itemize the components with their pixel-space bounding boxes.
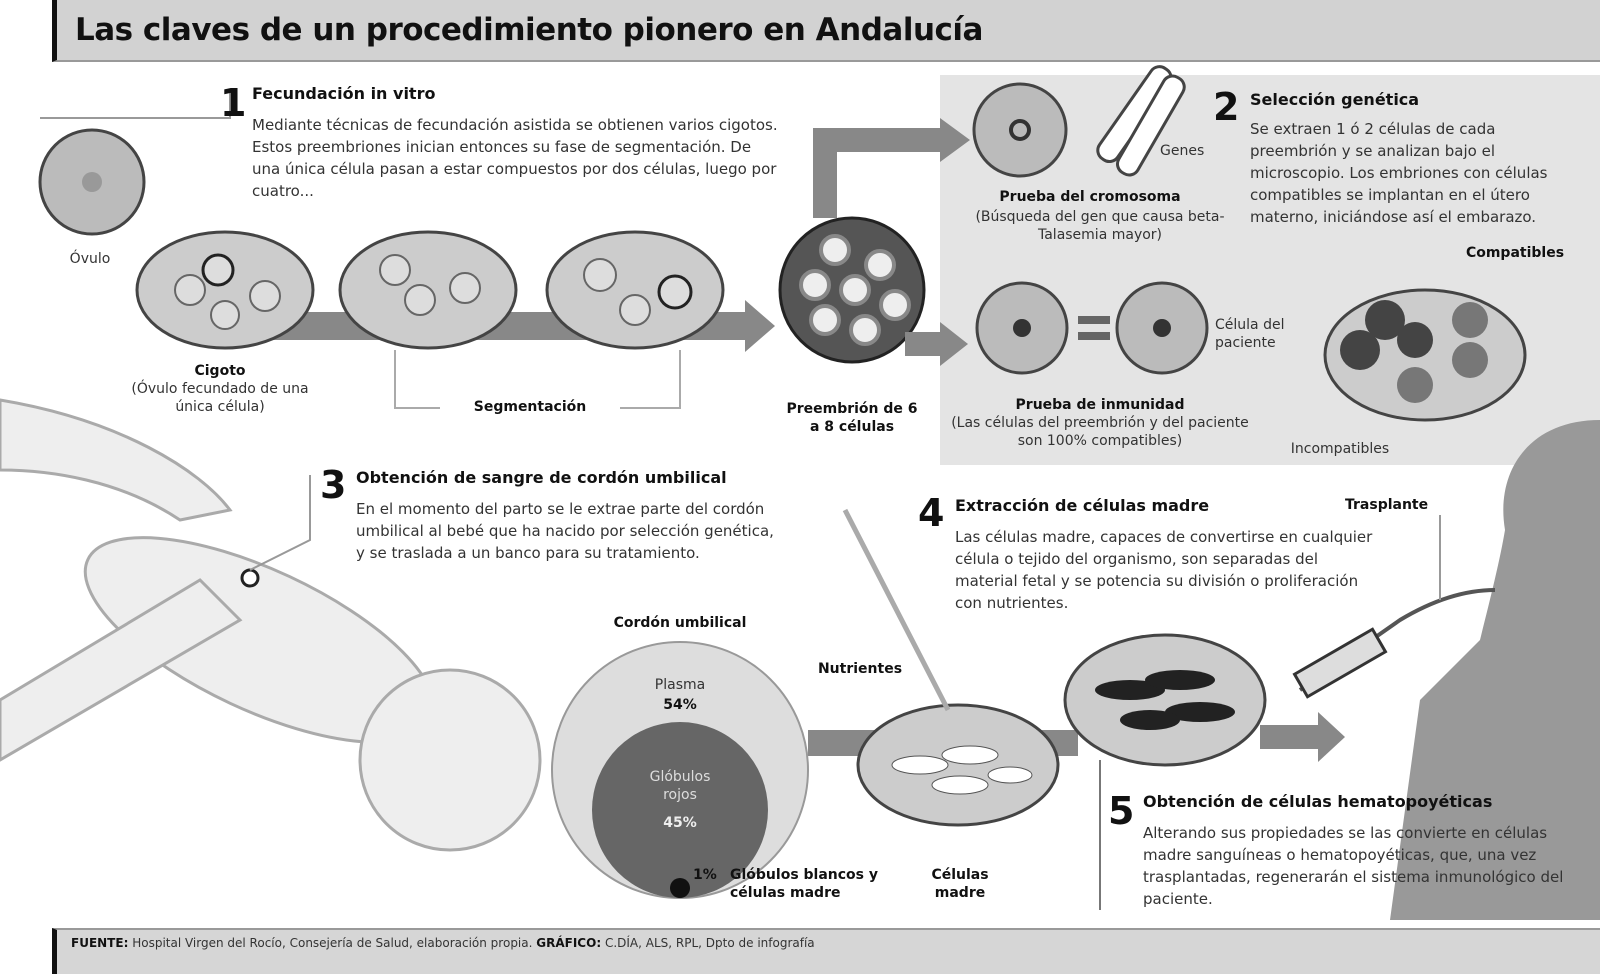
label-ovulo: Óvulo	[69, 251, 111, 267]
footer-credits: FUENTE: Hospital Virgen del Rocío, Conse…	[52, 928, 1600, 974]
step-4-number: 4	[918, 491, 945, 535]
step-4-heading: Extracción de células madre	[955, 496, 1210, 515]
page-title: Las claves de un procedimiento pionero e…	[75, 12, 983, 48]
step-1-text: Mediante técnicas de fecundación asistid…	[252, 116, 778, 200]
graphic-text: C.DÍA, ALS, RPL, Dpto de infografía	[604, 936, 815, 950]
chromosome-icon	[1096, 65, 1186, 177]
label-blancos-pct: 1%	[693, 867, 717, 883]
label-nutrientes: Nutrientes	[817, 661, 903, 677]
label-compatibles: Compatibles	[1465, 245, 1565, 261]
label-segmentacion: Segmentación	[440, 398, 620, 416]
patient-silhouette	[1390, 420, 1600, 920]
label-genes: Genes	[1160, 143, 1205, 159]
title-bar	[52, 0, 1600, 62]
label-cromosoma-desc: (Búsqueda del gen que causa beta-Talasem…	[975, 209, 1225, 243]
source-label: FUENTE:	[71, 936, 129, 950]
step-2-number: 2	[1213, 85, 1240, 129]
step-4-text: Las células madre, capaces de convertirs…	[955, 528, 1373, 612]
step-3-text: En el momento del parto se le extrae par…	[356, 500, 774, 562]
step-1-number: 1	[220, 81, 247, 125]
label-inmunidad-desc: (Las células del preembrión y del pacien…	[951, 415, 1249, 449]
newborn-illustration	[0, 398, 542, 852]
label-trasplante: Trasplante	[1345, 497, 1429, 513]
step-3-number: 3	[320, 463, 347, 507]
label-cromosoma: Prueba del cromosoma	[999, 189, 1181, 205]
label-rojos: Glóbulos rojos	[649, 769, 711, 803]
label-plasma-pct: 54%	[663, 697, 697, 713]
label-plasma: Plasma	[654, 677, 706, 693]
label-preembrion: Preembrión de 6 a 8 células	[786, 401, 918, 435]
label-incompatibles: Incompatibles	[1290, 441, 1390, 457]
step-5-text: Alterando sus propiedades se las convier…	[1143, 824, 1564, 908]
label-celulas-madre: Células madre	[931, 867, 989, 901]
step-5-number: 5	[1108, 789, 1135, 833]
graphic-label: GRÁFICO:	[536, 936, 602, 950]
step-2-heading: Selección genética	[1250, 90, 1420, 109]
step-1-heading: Fecundación in vitro	[252, 84, 436, 103]
label-inmunidad: Prueba de inmunidad	[1015, 397, 1185, 413]
label-cigoto: Cigoto	[194, 363, 246, 379]
step-2-text: Se extraen 1 ó 2 células de cada preembr…	[1250, 120, 1548, 226]
umbilical-cord-red-cells	[592, 722, 768, 898]
syringe-icon	[1298, 588, 1496, 692]
label-celula-paciente: Célula del paciente	[1215, 317, 1285, 351]
source-text: Hospital Virgen del Rocío, Consejería de…	[132, 936, 533, 950]
label-cigoto-desc: (Óvulo fecundado de una única célula)	[131, 381, 309, 415]
label-cordon: Cordón umbilical	[613, 615, 747, 631]
label-blancos: Glóbulos blancos y células madre	[730, 867, 879, 901]
step-5-heading: Obtención de células hematopoyéticas	[1143, 792, 1493, 811]
label-rojos-pct: 45%	[663, 815, 697, 831]
step-3-heading: Obtención de sangre de cordón umbilical	[356, 468, 727, 487]
arrow-head-icon	[745, 300, 775, 352]
